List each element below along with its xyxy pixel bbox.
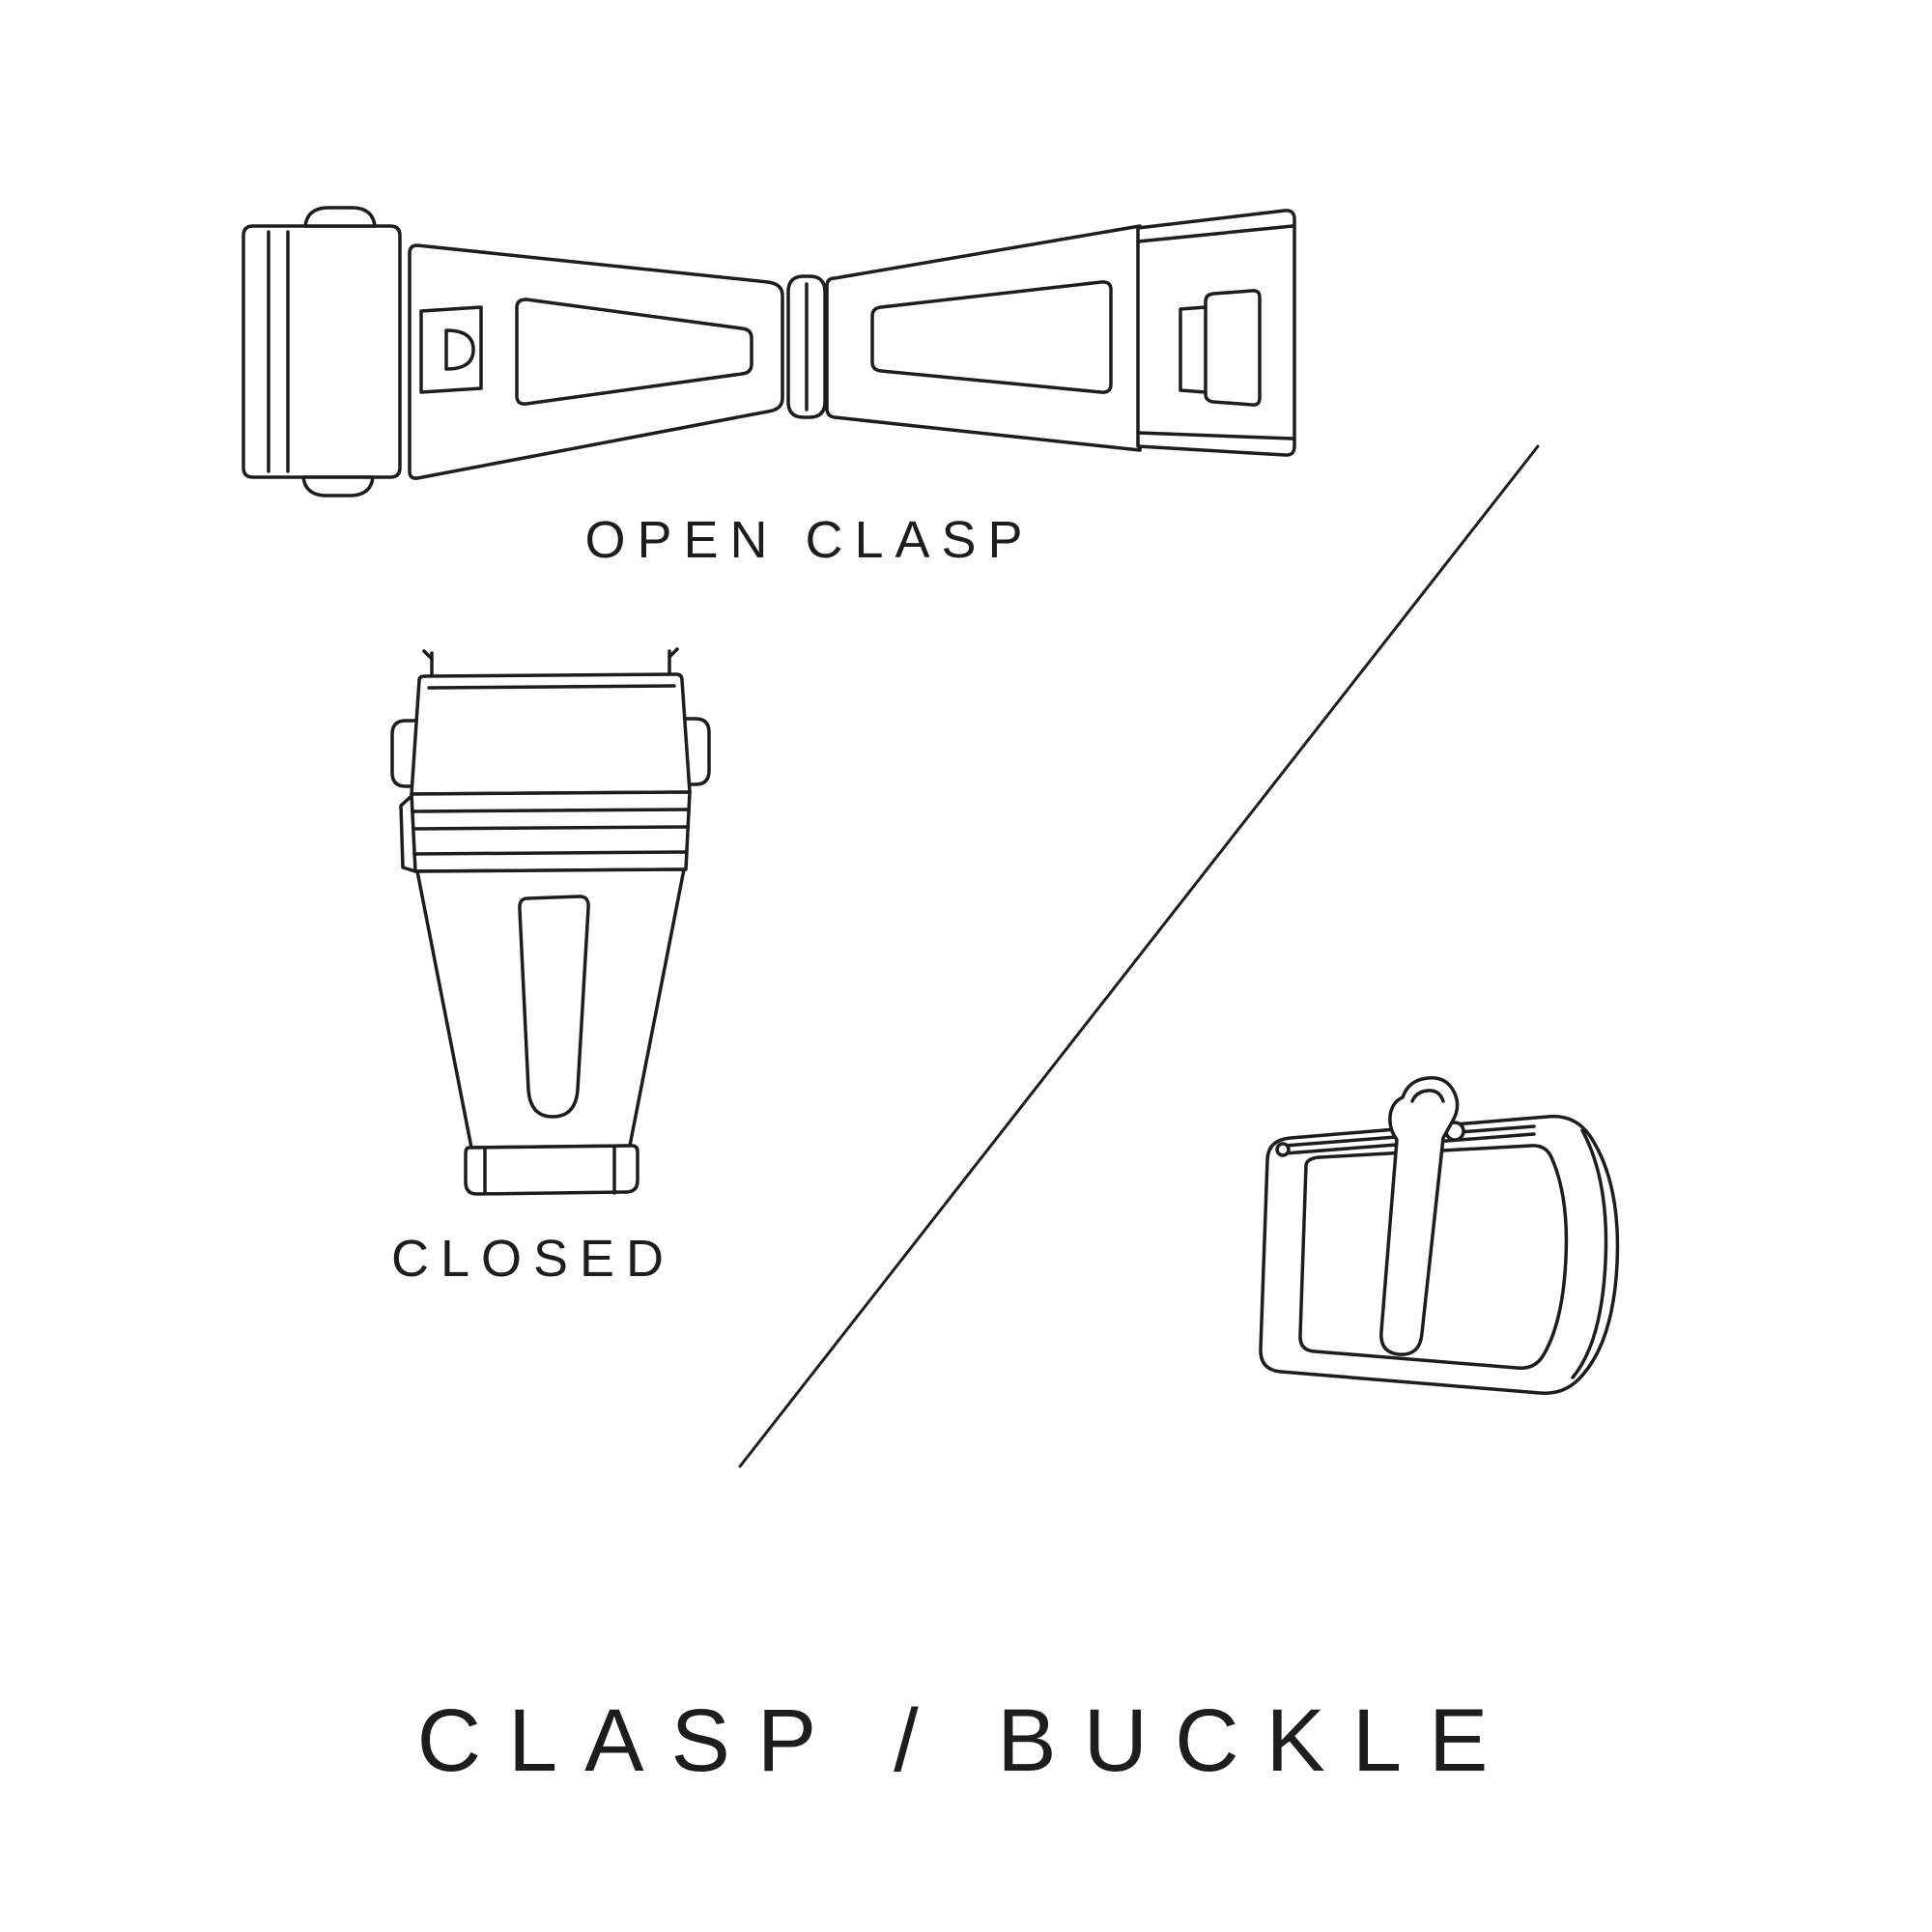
- open-clasp-label: OPEN CLASP: [584, 511, 1035, 569]
- page-title: CLASP / BUCKLE: [416, 1691, 1516, 1790]
- diagonal-divider-line: [740, 446, 1538, 1466]
- closed-label: CLOSED: [390, 1230, 676, 1288]
- closed-clasp-illustration: [392, 649, 709, 1194]
- tang-buckle-illustration: [1261, 1078, 1617, 1393]
- open-clasp-illustration: [243, 208, 1294, 496]
